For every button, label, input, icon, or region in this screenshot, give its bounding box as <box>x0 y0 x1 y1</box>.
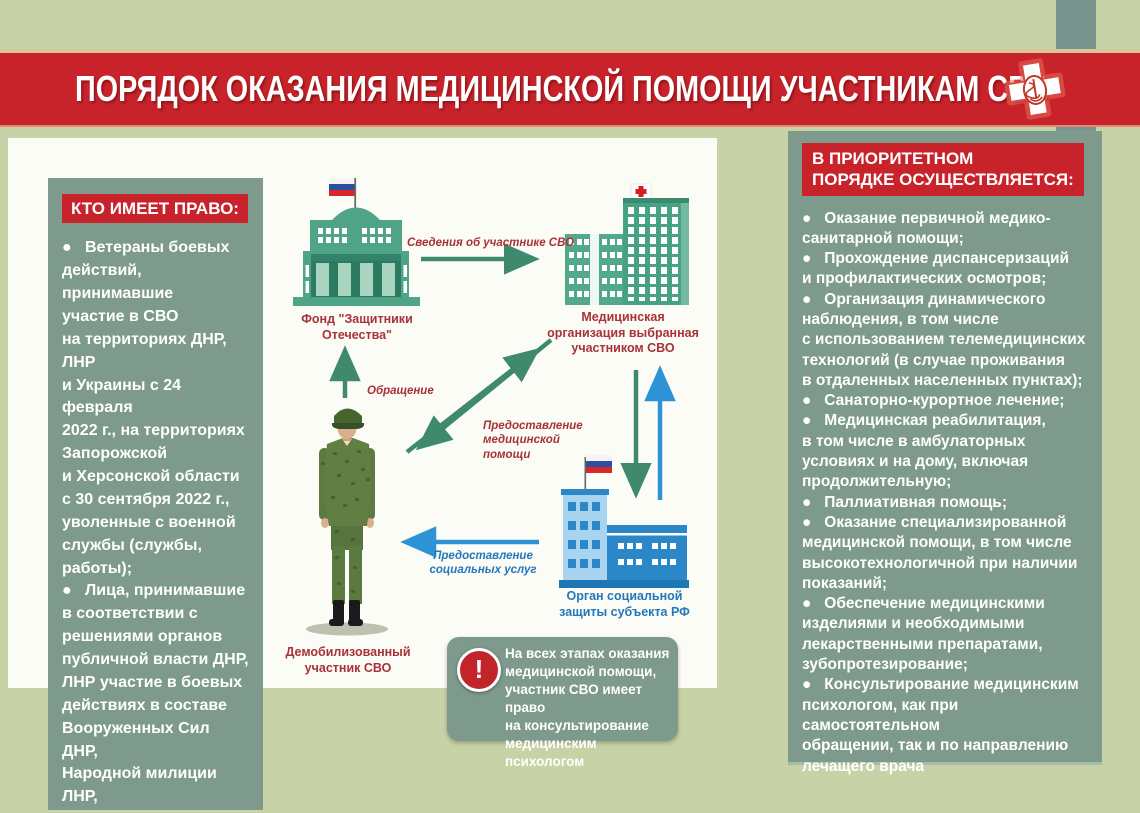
bullet-icon <box>802 392 824 409</box>
list-item: Организация динамического наблюдения, в … <box>802 290 1088 391</box>
list-item: Оказание первичной медико- санитарной по… <box>802 209 1088 250</box>
bullet-icon <box>802 676 824 693</box>
notice-box: ! На всех этапах оказания медицинской по… <box>447 637 678 769</box>
bullet-icon <box>802 291 824 308</box>
arrow-medical-label: Предоставление медицинской помощи <box>483 420 583 461</box>
list-item: Лица, принимавшие в соответствии с решен… <box>62 580 249 813</box>
bullet-icon <box>802 595 824 612</box>
page-title: ПОРЯДОК ОКАЗАНИЯ МЕДИЦИНСКОЙ ПОМОЩИ УЧАС… <box>75 68 1051 109</box>
flow-diagram: Фонд "Защитники Отечества" Медицинская о… <box>285 142 712 688</box>
list-item: Оказание специализированной медицинской … <box>802 513 1088 594</box>
arrow-info-label: Сведения об участнике СВО <box>407 237 575 249</box>
flow-diagram-art <box>293 178 689 636</box>
bullet-icon <box>802 250 824 267</box>
soldier-illustration <box>306 408 388 636</box>
arrow-appeal-label: Обращение <box>367 385 434 397</box>
hospital-building-illustration <box>565 183 689 305</box>
fund-label: Фонд "Защитники Отечества" <box>301 312 413 342</box>
list-item: Обеспечение медицинскими изделиями и нео… <box>802 594 1088 675</box>
right-panel-title: В ПРИОРИТЕТНОМ ПОРЯДКЕ ОСУЩЕСТВЛЯЕТСЯ: <box>802 143 1084 196</box>
social-org-label: Орган социальной защиты субъекта РФ <box>559 589 690 619</box>
hospital-label: Медицинская организация выбранная участн… <box>547 310 699 356</box>
notice-text: На всех этапах оказания медицинской помо… <box>505 646 670 769</box>
top-divider-line <box>0 49 1140 53</box>
list-item: Прохождение диспансеризаций и профилакти… <box>802 249 1088 290</box>
list-item: Санаторно-курортное лечение; <box>802 391 1088 411</box>
social-building-illustration <box>559 455 689 588</box>
arrow-social-label: Предоставление социальных услуг <box>429 550 537 577</box>
medical-cross-caduceus-icon <box>1004 58 1066 120</box>
bullet-icon <box>62 239 85 256</box>
header-band: ПОРЯДОК ОКАЗАНИЯ МЕДИЦИНСКОЙ ПОМОЩИ УЧАС… <box>0 53 1140 127</box>
arrow-medical-to-soldier <box>415 338 553 451</box>
soldier-label: Демобилизованный участник СВО <box>285 645 411 675</box>
bullet-icon <box>802 494 824 511</box>
bullet-icon <box>802 210 824 227</box>
fund-building-illustration <box>293 178 420 306</box>
flow-arrows <box>329 243 676 558</box>
left-panel-title: КТО ИМЕЕТ ПРАВО: <box>62 194 248 224</box>
list-item: Медицинская реабилитация, в том числе в … <box>802 411 1088 492</box>
list-item: Ветераны боевых действий, принимавшие уч… <box>62 237 249 580</box>
bullet-icon <box>62 582 85 599</box>
left-panel: КТО ИМЕЕТ ПРАВО: Ветераны боевых действи… <box>48 178 263 813</box>
bullet-icon <box>802 514 824 531</box>
bullet-icon <box>802 412 824 429</box>
list-item: Консультирование медицинским психологом,… <box>802 675 1088 776</box>
exclamation-icon: ! <box>457 648 501 692</box>
list-item: Паллиативная помощь; <box>802 493 1088 513</box>
right-panel: В ПРИОРИТЕТНОМ ПОРЯДКЕ ОСУЩЕСТВЛЯЕТСЯ: О… <box>788 131 1102 775</box>
